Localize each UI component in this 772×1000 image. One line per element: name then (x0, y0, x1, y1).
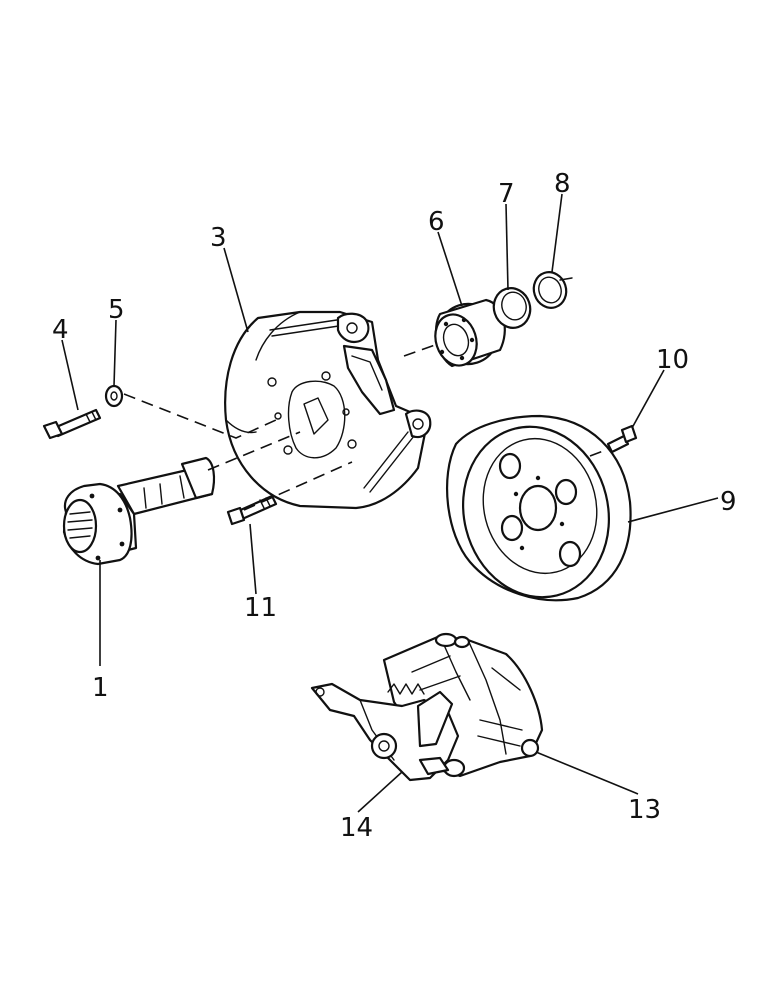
part-4-bolt (42, 408, 102, 440)
leader-lines (61, 193, 719, 813)
part-1-hub-shaft (62, 456, 216, 566)
callout-13: 13 (628, 795, 661, 825)
part-14-lever (310, 682, 460, 782)
callout-11: 11 (244, 593, 277, 623)
callout-7: 7 (498, 179, 515, 209)
callout-3: 3 (210, 223, 227, 253)
callout-6: 6 (428, 207, 445, 237)
assembly-lines (123, 343, 607, 511)
callout-5: 5 (108, 295, 125, 325)
part-11-bolt (226, 494, 278, 526)
part-9-brake-drum (446, 414, 632, 602)
callout-1: 1 (92, 673, 109, 703)
callout-labels: 1 3 4 5 6 7 8 9 10 11 13 14 (52, 169, 737, 843)
callout-8: 8 (554, 169, 571, 199)
part-5-washer (104, 384, 124, 408)
callout-9: 9 (720, 487, 737, 517)
part-6-bearing (434, 298, 506, 368)
callout-14: 14 (340, 813, 373, 843)
callout-4: 4 (52, 315, 69, 345)
callout-10: 10 (656, 345, 689, 375)
part-7-seal-ring (492, 287, 532, 329)
part-3-backing-plate (224, 310, 432, 510)
part-10-screw (606, 424, 638, 454)
part-8-circlip (532, 271, 573, 309)
